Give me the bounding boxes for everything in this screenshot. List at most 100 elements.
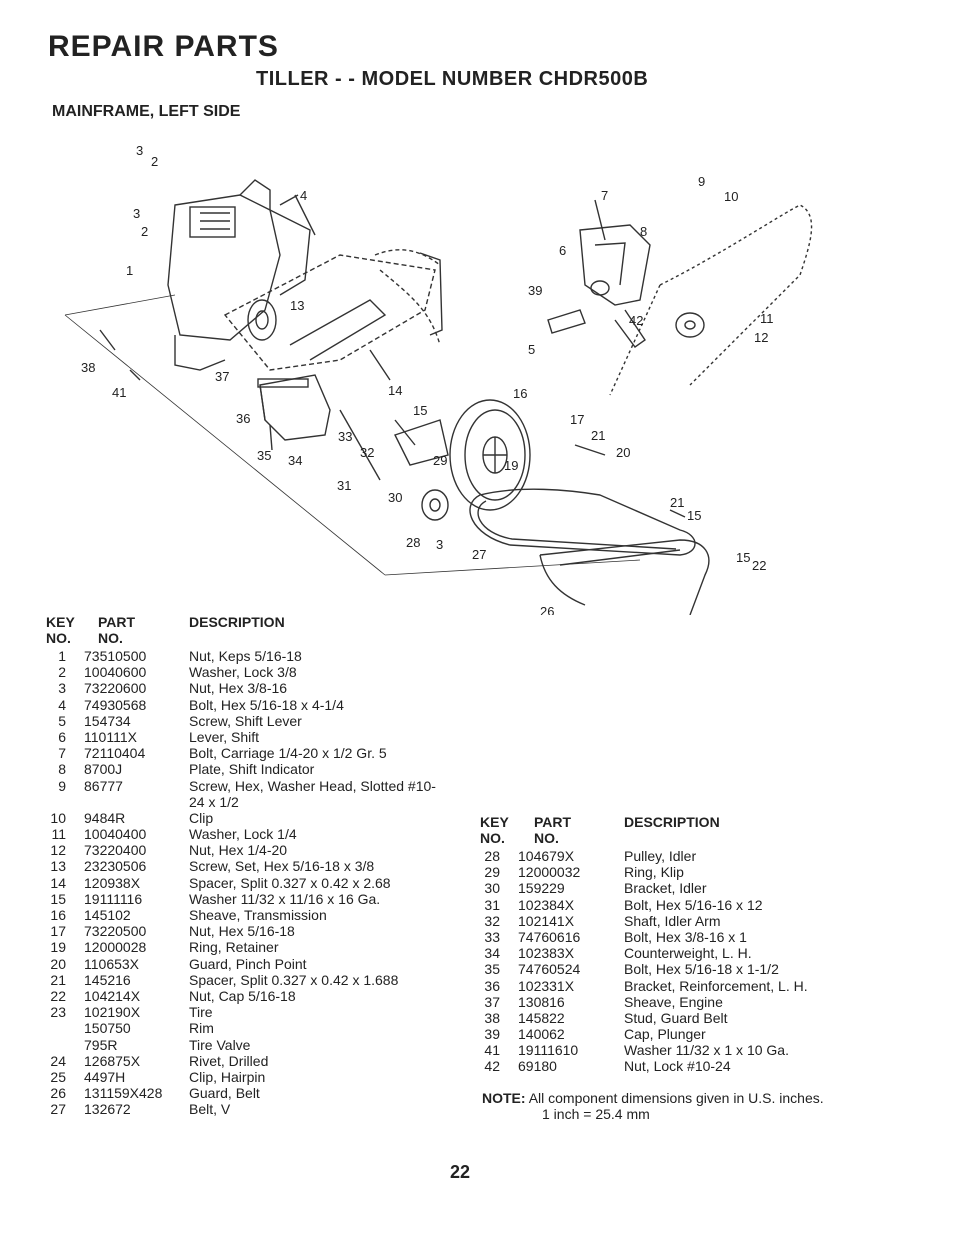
part-number: 10040600 — [84, 664, 147, 681]
key-number: 19 — [50, 939, 66, 956]
part-description: Ring, Klip — [624, 864, 684, 881]
part-description: Screw, Hex, Washer Head, Slotted #10-24 … — [189, 777, 436, 810]
part-number: 145822 — [518, 1009, 565, 1026]
callout: 38 — [81, 360, 95, 375]
part-description: Guard, Belt — [189, 1085, 260, 1102]
part-number: 102384X — [518, 896, 575, 913]
key-number: 36 — [484, 977, 500, 994]
key-number: 35 — [484, 961, 500, 978]
callout: 14 — [388, 383, 402, 398]
part-number: 110111X — [84, 728, 137, 745]
part-number: 102190X — [84, 1004, 141, 1021]
part-number: 102141X — [518, 912, 575, 929]
part-number: 145102 — [84, 907, 131, 924]
table-row: 38 145822 Stud, Guard Belt — [480, 1010, 900, 1026]
part-description: Bolt, Carriage 1/4-20 x 1/2 Gr. 5 — [189, 745, 387, 762]
part-number: 8700J — [84, 761, 123, 778]
part-number: 73220500 — [84, 923, 147, 940]
note-line-1: All component dimensions given in U.S. i… — [528, 1090, 824, 1106]
part-number: 74760616 — [518, 928, 581, 945]
part-description: Tire Valve — [189, 1036, 251, 1053]
part-description: Washer, Lock 3/8 — [189, 664, 297, 681]
key-number: 8 — [58, 761, 66, 778]
part-number: 104214X — [84, 987, 141, 1004]
key-number: 3 — [58, 680, 66, 697]
callout: 19 — [504, 458, 518, 473]
key-number: 9 — [58, 777, 66, 794]
part-number: 145216 — [84, 971, 131, 988]
part-number: 132672 — [84, 1101, 131, 1118]
callout: 12 — [754, 330, 768, 345]
key-number: 4 — [58, 696, 66, 713]
table-row: 2 10040600 Washer, Lock 3/8 — [46, 664, 446, 680]
part-number: 86777 — [84, 777, 123, 794]
key-number: 37 — [484, 993, 500, 1010]
part-number: 10040400 — [84, 826, 147, 843]
key-number: 6 — [58, 728, 66, 745]
part-description: Clip, Hairpin — [189, 1068, 266, 1085]
key-number: 12 — [50, 842, 66, 859]
belt-guard-illustration — [539, 539, 710, 615]
callout: 39 — [528, 283, 542, 298]
part-number: 102331X — [518, 977, 575, 994]
part-description: Cap, Plunger — [624, 1026, 706, 1043]
reference-lines — [64, 294, 641, 576]
section-heading: MAINFRAME, LEFT SIDE — [52, 103, 241, 120]
part-number: 74930568 — [84, 696, 147, 713]
callout: 3 — [133, 206, 140, 221]
counterweight-illustration — [257, 374, 331, 441]
transmission-sheave-illustration — [449, 399, 531, 511]
table-row: 33 74760616 Bolt, Hex 3/8-16 x 1 — [480, 929, 900, 945]
part-description: Stud, Guard Belt — [624, 1009, 728, 1026]
key-number: 13 — [50, 858, 66, 875]
part-description: Bolt, Hex 3/8-16 x 1 — [624, 928, 747, 945]
callout: 35 — [257, 448, 271, 463]
key-number: 20 — [50, 955, 66, 972]
key-number: 2 — [58, 664, 66, 681]
callout: 21 — [591, 428, 605, 443]
diagram-callouts: 3 2 3 2 1 4 13 38 41 37 36 35 34 33 32 3… — [81, 143, 774, 615]
key-number: 24 — [50, 1052, 66, 1069]
part-description: Washer 11/32 x 11/16 x 16 Ga. — [189, 890, 381, 907]
note-line-2: 1 inch = 25.4 mm — [542, 1106, 650, 1122]
header-description: DESCRIPTION — [189, 614, 285, 630]
mainframe-illustration — [223, 249, 443, 371]
callout: 22 — [752, 558, 766, 573]
callout: 29 — [433, 453, 447, 468]
key-number: 27 — [50, 1101, 66, 1118]
key-number: 33 — [484, 928, 500, 945]
part-description: Sheave, Transmission — [189, 907, 327, 924]
part-description: Plate, Shift Indicator — [189, 761, 315, 778]
part-description: Washer 11/32 x 1 x 10 Ga. — [624, 1042, 789, 1059]
callout: 42 — [629, 313, 643, 328]
part-description: Sheave, Engine — [624, 993, 723, 1010]
callout: 2 — [151, 154, 158, 169]
callout: 7 — [601, 188, 608, 203]
part-number: 140062 — [518, 1026, 565, 1043]
callout: 34 — [288, 453, 302, 468]
key-number: 38 — [484, 1009, 500, 1026]
part-number: 12000032 — [518, 864, 581, 881]
part-description: Shaft, Idler Arm — [624, 912, 721, 929]
part-number: 130816 — [518, 993, 565, 1010]
part-number: 104679X — [518, 848, 575, 864]
key-number: 14 — [50, 874, 66, 891]
key-number: 11 — [51, 826, 66, 843]
part-description: Nut, Cap 5/16-18 — [189, 987, 296, 1004]
